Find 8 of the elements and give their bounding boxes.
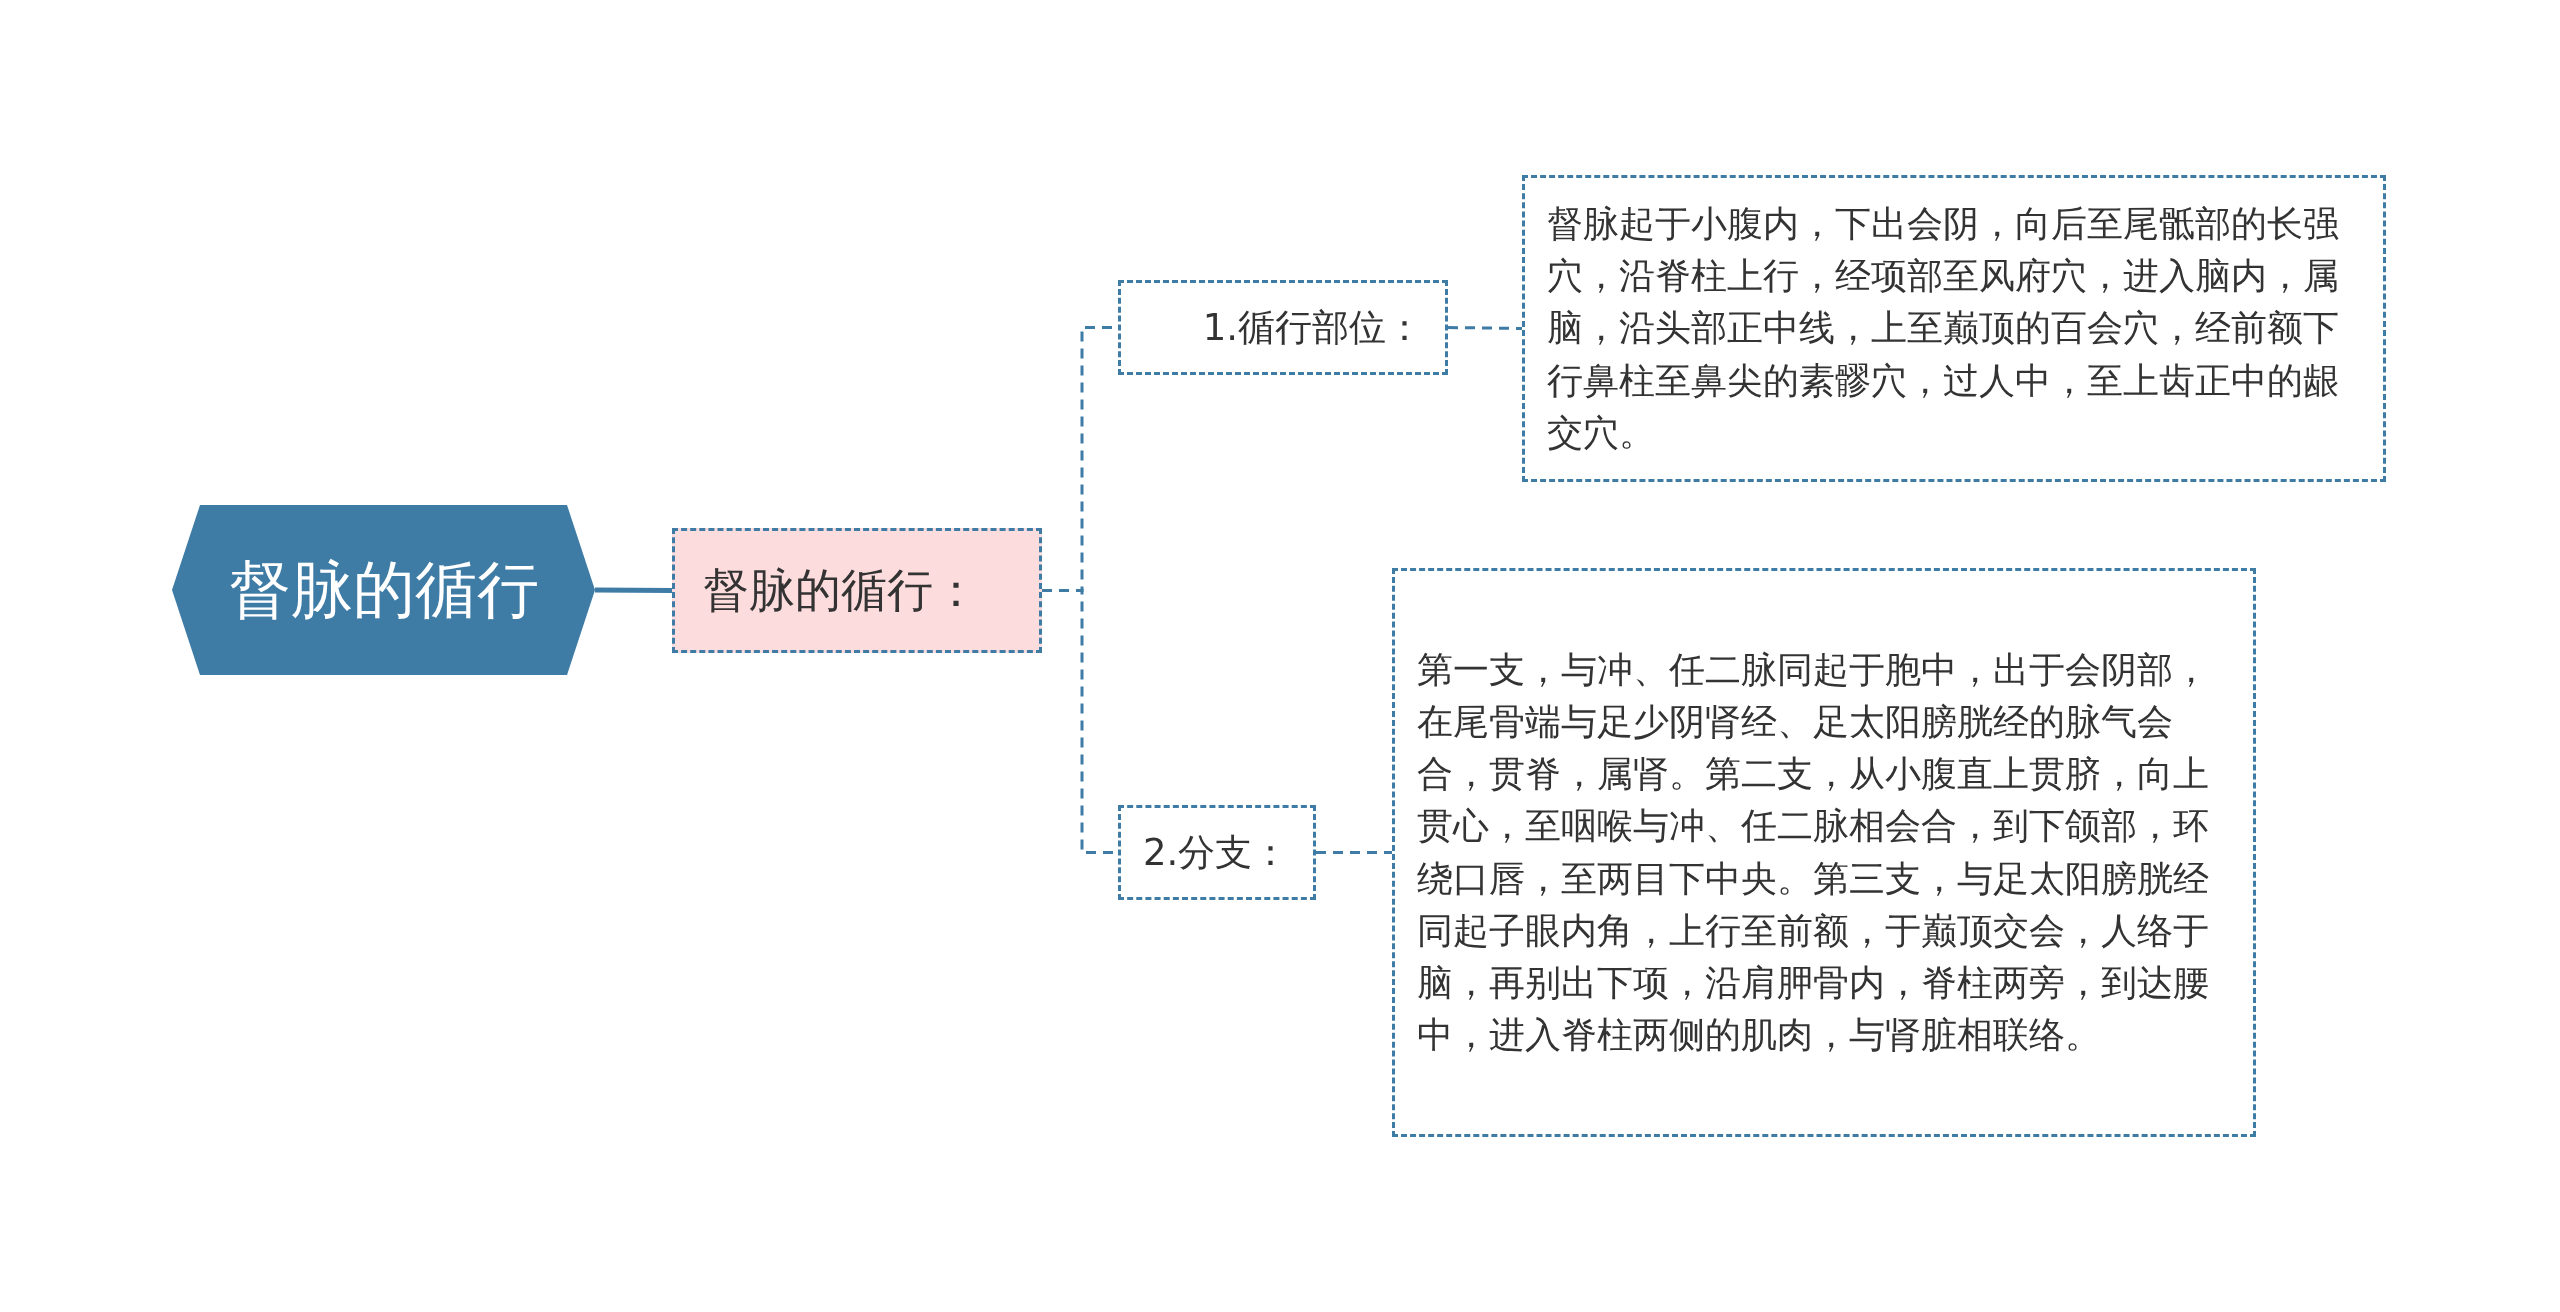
text-box: 第一支，与冲、任二脉同起于胞中，出于会阴部，在尾骨端与足少阴肾经、足太阳膀胱经的脉气会合，贯脊，属肾。第二支，从小腹直上贯脐，向上贯心，至咽喉与冲、任二脉相会合，到下颌部，环绕口唇，至两目下中央。第三支，与足太阳膀胱经同起子眼内角，上行至前额，于巅顶交会，人络于脑，再别出下项，沿肩胛骨内，脊柱两旁，到达腰中，进入脊柱两侧的肌肉，与肾脏相联络。 [1392, 568, 2256, 1137]
connector-line [595, 587, 672, 593]
topic-box: 督脉的循行： [672, 528, 1042, 653]
subtopic-box: 2.分支： [1118, 805, 1316, 900]
subtopic-box: 1.循行部位： [1118, 280, 1448, 375]
hexagon-node: 督脉的循行 [172, 505, 595, 675]
connector-line [1447, 326, 1523, 330]
text-box: 督脉起于小腹内，下出会阴，向后至尾骶部的长强穴，沿脊柱上行，经项部至风府穴，进入脑内，属脑，沿头部正中线，上至巅顶的百会穴，经前额下行鼻柱至鼻尖的素髎穴，过人中，至上齿正中的龈交穴。 [1522, 175, 2386, 482]
